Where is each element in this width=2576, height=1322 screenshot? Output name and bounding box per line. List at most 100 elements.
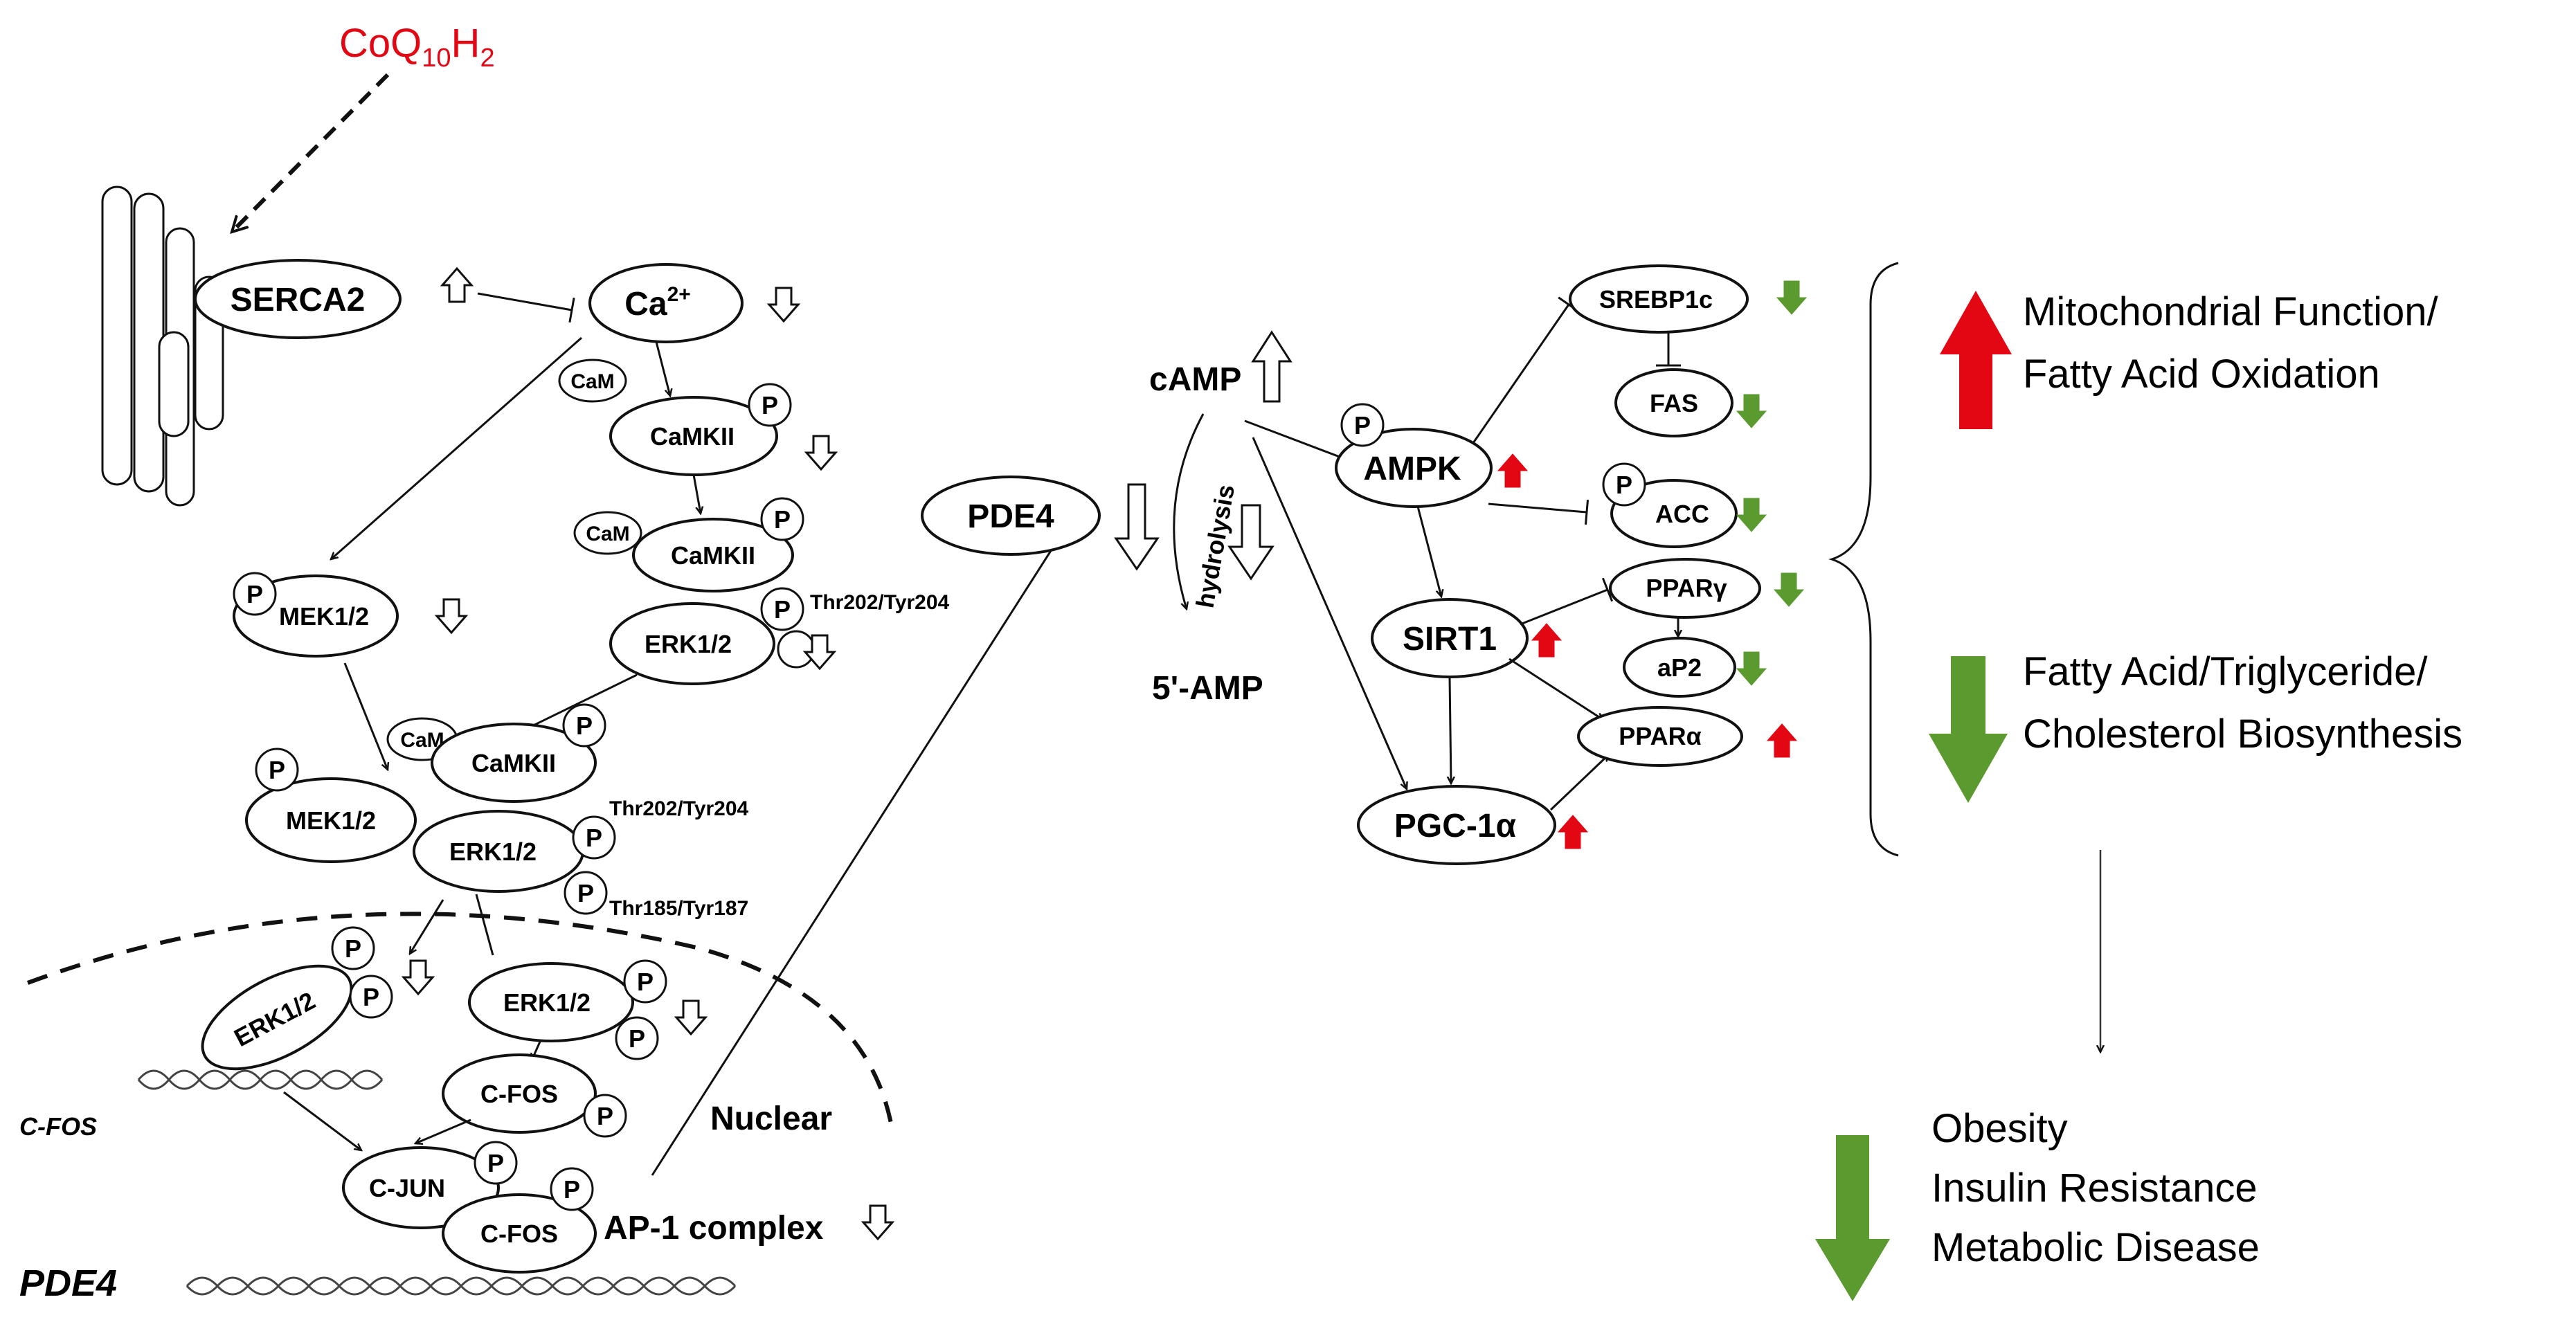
cfos-label-1: C-FOS	[480, 1080, 558, 1108]
serca2-up-indicator	[441, 267, 473, 303]
phospho-label: P	[576, 712, 593, 740]
gene-pde4-label: PDE4	[19, 1262, 117, 1304]
camp-label: cAMP	[1149, 361, 1241, 398]
ap1-down-indicator	[862, 1204, 894, 1240]
mek-to-complex-arrow	[343, 662, 388, 770]
biosynthesis-down-arrow	[1929, 656, 2008, 803]
cam-node-2	[573, 511, 642, 555]
amp5-label: 5'-AMP	[1152, 670, 1263, 707]
phospho-mek-2	[255, 748, 299, 792]
phospho-erk-1a	[760, 587, 804, 631]
phospho-cfos-2	[550, 1167, 594, 1211]
phospho-label: P	[1354, 411, 1371, 440]
sirt1-to-ppara-arrow	[1508, 658, 1603, 720]
camp-down-indicator	[1227, 504, 1275, 581]
pgc1a-up-indicator	[1558, 815, 1588, 849]
coq-sub-2: 2	[480, 44, 494, 73]
phospho-camkii-2	[760, 497, 804, 541]
ppara-up-indicator	[1767, 723, 1797, 758]
phospho-label: P	[1616, 471, 1632, 499]
coq10h2-label: CoQ10H2	[339, 21, 495, 73]
dna-helix-pde4	[186, 1276, 737, 1296]
phospho-ampk	[1340, 403, 1385, 447]
phospho-label: P	[597, 1102, 613, 1130]
phospho-erk-3a	[331, 926, 375, 970]
ap2-down-indicator	[1736, 651, 1767, 686]
phospho-label: P	[577, 879, 594, 907]
camkii-node-2	[632, 518, 794, 592]
ca-label: Ca2+	[624, 283, 691, 323]
phospho-erk-3b	[349, 975, 393, 1019]
phospho-label: P	[586, 824, 602, 852]
phospho-erk-2a	[572, 815, 616, 860]
mito-function-line1: Mitochondrial Function/	[2023, 289, 2439, 334]
erk-to-complex-arrow	[519, 673, 638, 732]
pgc1a-node	[1357, 785, 1556, 865]
phospho-label: P	[774, 505, 791, 534]
phospho-label: P	[269, 756, 285, 784]
pparg-down-indicator	[1774, 572, 1804, 607]
camp-to-pgc1a-arrow	[1252, 437, 1407, 789]
camkii-label-1: CaMKII	[650, 422, 735, 451]
phospho-label: P	[487, 1149, 504, 1177]
phospho-label: P	[564, 1175, 580, 1204]
coq-h-text: H	[451, 21, 480, 66]
cam-label-1: CaM	[570, 370, 614, 393]
complex-to-nuclear-erk-arrow	[410, 899, 444, 954]
phospho-erk-4a	[623, 959, 667, 1004]
biosynthesis-line2: Cholesterol Biosynthesis	[2023, 712, 2462, 757]
phospho-label: P	[637, 968, 654, 996]
erk-node-4	[468, 962, 634, 1042]
erk-label-1: ERK1/2	[645, 630, 732, 658]
coq10-dashed-arrow	[232, 73, 390, 232]
ampk-inhibits-srebp1c	[1472, 296, 1580, 444]
thr202-label-1: Thr202/Tyr204	[810, 591, 950, 614]
nuclear-erk-group: ERK1/2	[201, 964, 353, 1071]
biosynthesis-line1: Fatty Acid/Triglyceride/	[2023, 649, 2428, 694]
upper-brace	[1828, 262, 1899, 857]
erk-label-4: ERK1/2	[503, 988, 591, 1017]
hydrolysis-arc	[1173, 413, 1205, 609]
sirt1-to-pgc1a-arrow	[1450, 676, 1451, 784]
ampk-label: AMPK	[1363, 451, 1461, 487]
ap1-complex-label: AP-1 complex	[604, 1210, 824, 1247]
disease-metabolic: Metabolic Disease	[1931, 1225, 2260, 1270]
cfos-node-2	[442, 1193, 597, 1274]
acc-down-indicator	[1736, 498, 1767, 532]
ca-sup: 2+	[667, 283, 691, 306]
serca2-label: SERCA2	[231, 282, 366, 318]
cfos-gene-to-cjun-arrow	[283, 1091, 361, 1150]
ampk-inhibits-acc	[1488, 499, 1589, 525]
ap2-label: aP2	[1657, 653, 1702, 682]
acc-label: ACC	[1655, 500, 1709, 528]
ap1-to-pde4-arrow	[651, 540, 1058, 1176]
camp-up-indicator	[1251, 330, 1292, 403]
fas-down-indicator	[1736, 394, 1767, 428]
ca-text: Ca	[624, 286, 667, 323]
pparg-node	[1609, 558, 1761, 619]
cam-node-1	[558, 359, 627, 403]
cam-label-2: CaM	[586, 523, 629, 545]
ampk-node	[1335, 428, 1493, 508]
thr185-label: Thr185/Tyr187	[609, 897, 748, 920]
phospho-acc	[1602, 462, 1646, 507]
pgc1a-to-ppara-arrow	[1549, 754, 1609, 811]
sirt1-inhibits-pparg	[1520, 577, 1614, 626]
srebp1c-node	[1569, 264, 1749, 334]
mito-function-up-arrow	[1940, 291, 2012, 429]
sirt1-label: SIRT1	[1403, 621, 1497, 658]
serca2-inhibits-ca	[477, 292, 575, 323]
phospho-label: P	[774, 595, 791, 624]
ca-down-indicator	[768, 287, 800, 323]
mek-node-2	[245, 777, 417, 863]
cjun-label: C-JUN	[369, 1174, 445, 1202]
srebp1c-label: SREBP1c	[1599, 285, 1713, 314]
nuclear-envelope	[26, 912, 895, 1136]
phospho-label: P	[246, 580, 263, 608]
phospho-mek-1	[233, 572, 277, 616]
pde4-node	[921, 476, 1101, 556]
sirt1-up-indicator	[1531, 623, 1562, 658]
phospho-camkii-1	[748, 383, 792, 427]
ampk-up-indicator	[1497, 453, 1528, 488]
